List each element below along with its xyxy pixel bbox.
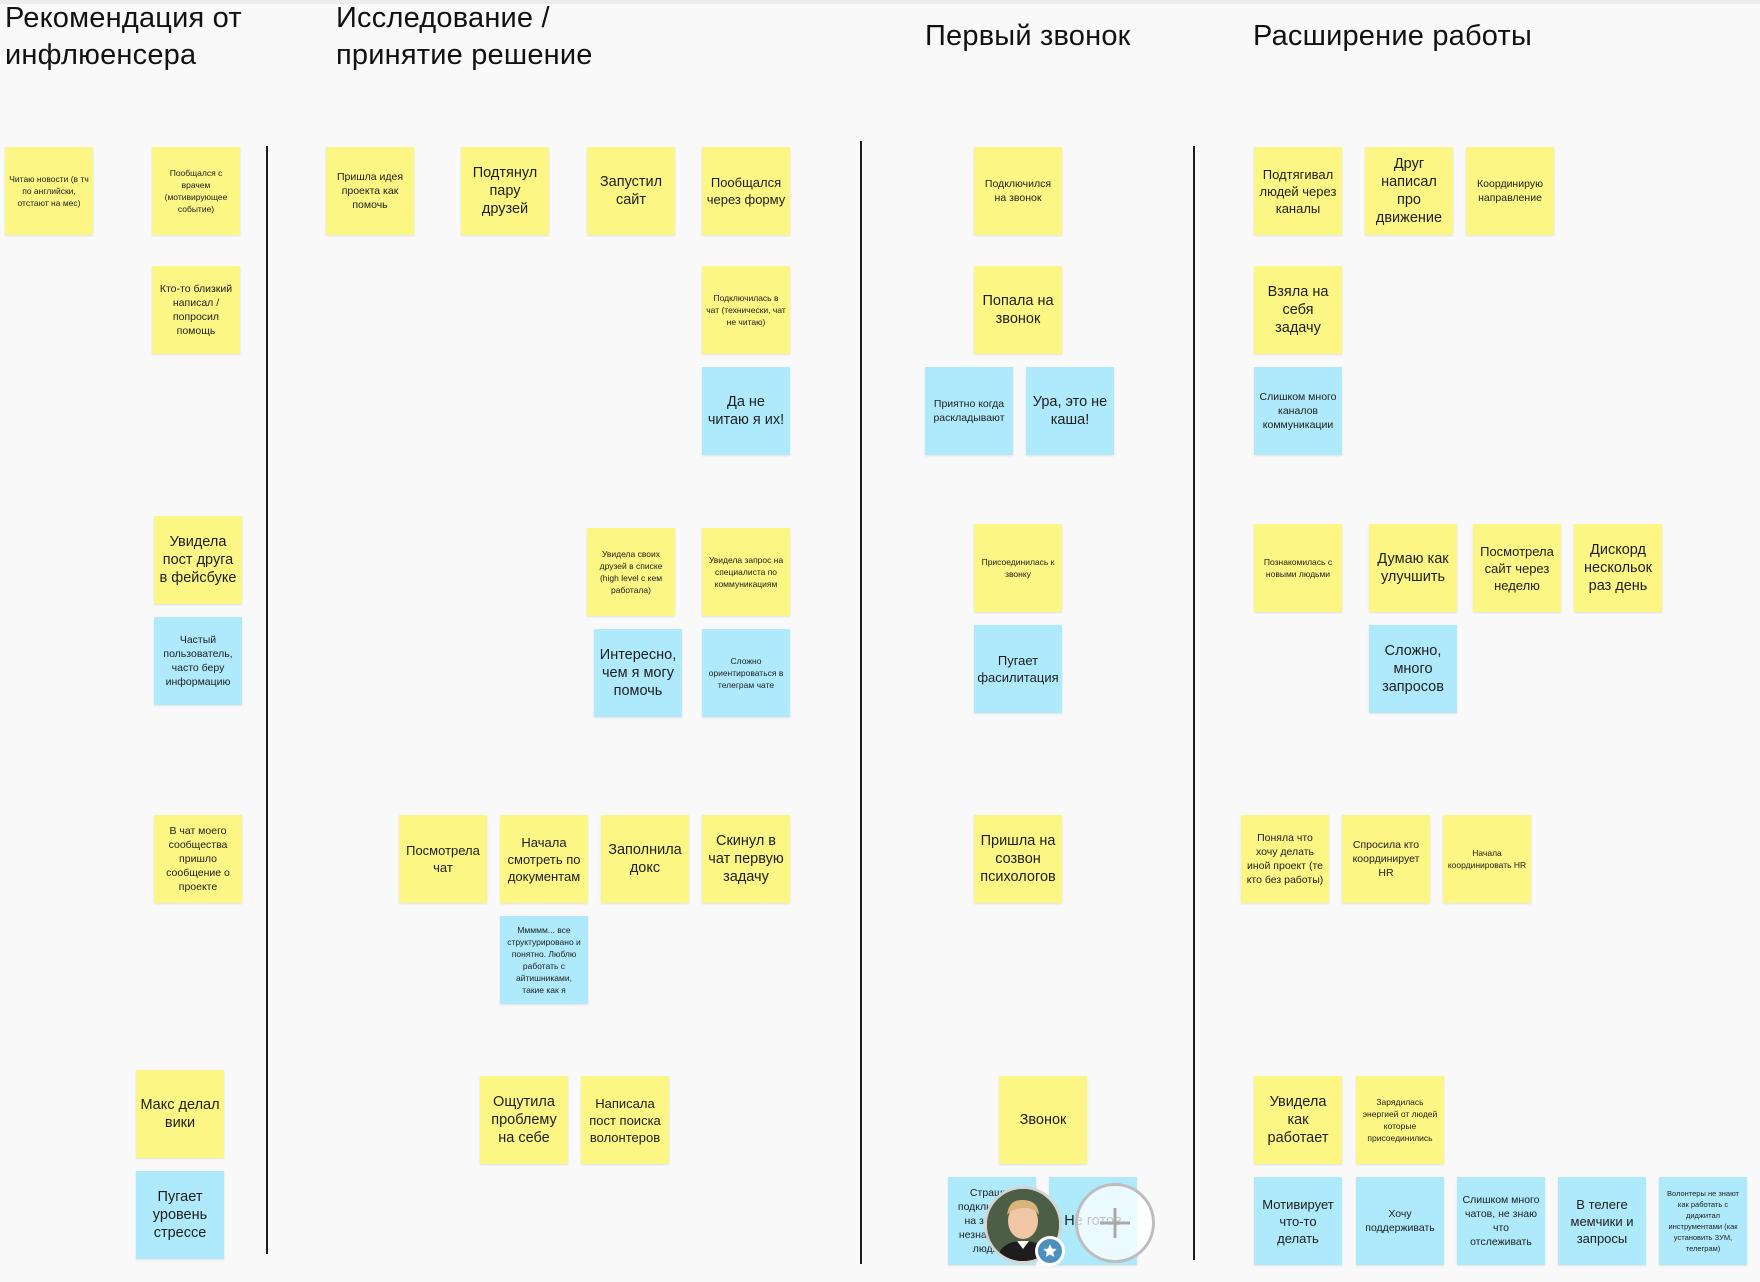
sticky-note[interactable]: Увидела запрос на специалиста по коммуни…	[702, 528, 790, 616]
star-icon	[1035, 1236, 1065, 1266]
sticky-note[interactable]: Познакомилась с новыми людьми	[1254, 524, 1342, 612]
sticky-note[interactable]: Начала координировать HR	[1443, 815, 1531, 903]
plus-icon[interactable]	[1075, 1183, 1155, 1263]
sticky-note[interactable]: Сложно ориентироваться в телеграм чате	[702, 629, 790, 717]
sticky-note[interactable]: Написала пост поиска волонтеров	[581, 1076, 669, 1164]
sticky-note[interactable]: Читаю новости (в тч по английски, отстаю…	[5, 147, 93, 235]
sticky-note[interactable]: Посмотрела сайт через неделю	[1473, 524, 1561, 612]
sticky-note[interactable]: Увидела своих друзей в списке (high leve…	[587, 528, 675, 616]
sticky-note[interactable]: Начала смотреть по документам	[500, 815, 588, 903]
sticky-note[interactable]: Пообщался через форму	[702, 147, 790, 235]
sticky-note[interactable]: В чат моего сообщества пришло сообщение …	[154, 815, 242, 903]
sticky-note[interactable]: Посмотрела чат	[399, 815, 487, 903]
sticky-note[interactable]: Попала на звонок	[974, 266, 1062, 354]
column-title-influencer: Рекомендация от инфлюенсера	[5, 2, 242, 71]
sticky-note[interactable]: Приятно когда раскладывают	[925, 367, 1013, 455]
sticky-note[interactable]: Заполнила докс	[601, 815, 689, 903]
sticky-note[interactable]: Пугает уровень стрессе	[136, 1171, 224, 1259]
sticky-note[interactable]: Слишком много каналов коммуникации	[1254, 367, 1342, 455]
sticky-note[interactable]: Хочу поддерживать	[1356, 1177, 1444, 1265]
column-title-first-call: Первый звонок	[925, 20, 1131, 52]
sticky-note[interactable]: Подтянул пару друзей	[461, 147, 549, 235]
sticky-note[interactable]: Подключилась в чат (технически, чат не ч…	[702, 266, 790, 354]
sticky-note[interactable]: Скинул в чат первую задачу	[702, 815, 790, 903]
sticky-note[interactable]: Взяла на себя задачу	[1254, 266, 1342, 354]
sticky-note[interactable]: Волонтеры не знают как работать с диджит…	[1659, 1177, 1747, 1265]
column-title-research: Исследование / принятие решение	[336, 2, 593, 71]
sticky-note[interactable]: Увидела как работает	[1254, 1076, 1342, 1164]
sticky-note[interactable]: Слишком много чатов, не знаю что отслежи…	[1457, 1177, 1545, 1265]
column-divider-2	[860, 141, 862, 1264]
sticky-note[interactable]: Интересно, чем я могу помочь	[594, 629, 682, 717]
sticky-note[interactable]: Думаю как улучшить	[1369, 524, 1457, 612]
sticky-note[interactable]: Увидела пост друга в фейсбуке	[154, 516, 242, 604]
sticky-note[interactable]: Частый пользователь, часто беру информац…	[154, 617, 242, 705]
sticky-note[interactable]: Пришла на созвон психологов	[974, 815, 1062, 903]
sticky-note[interactable]: Пугает фасилитация	[974, 625, 1062, 713]
sticky-note[interactable]: Ммммм... все структурировано и понятно. …	[500, 916, 588, 1004]
sticky-note[interactable]: Зарядилась энергией от людей которые при…	[1356, 1076, 1444, 1164]
sticky-note[interactable]: Кто-то близкий написал / попросил помощь	[152, 266, 240, 354]
sticky-note[interactable]: Пообщался с врачем (мотивирующее событие…	[152, 147, 240, 235]
sticky-note[interactable]: Спросила кто координирует HR	[1342, 815, 1430, 903]
top-toolbar-strip	[0, 0, 1760, 4]
sticky-note[interactable]: Ощутила проблему на себе	[480, 1076, 568, 1164]
sticky-note[interactable]: В телеге мемчики и запросы	[1558, 1177, 1646, 1265]
sticky-note[interactable]: Дискорд нескольок раз день	[1574, 524, 1662, 612]
sticky-note[interactable]: Ура, это не каша!	[1026, 367, 1114, 455]
sticky-note[interactable]: Мотивирует что-то делать	[1254, 1177, 1342, 1265]
sticky-note[interactable]: Присоединилась к звонку	[974, 524, 1062, 612]
sticky-note[interactable]: Друг написал про движение	[1365, 147, 1453, 235]
sticky-note[interactable]: Подтягивал людей через каналы	[1254, 147, 1342, 235]
column-divider-1	[266, 146, 268, 1254]
sticky-note[interactable]: Звонок	[999, 1076, 1087, 1164]
sticky-note[interactable]: Подключился на звонок	[974, 147, 1062, 235]
sticky-note[interactable]: Координирую направление	[1466, 147, 1554, 235]
sticky-note[interactable]: Поняла что хочу делать иной проект (те к…	[1241, 815, 1329, 903]
sticky-note[interactable]: Да не читаю я их!	[702, 367, 790, 455]
sticky-note[interactable]: Сложно, много запросов	[1369, 625, 1457, 713]
sticky-note[interactable]: Пришла идея проекта как помочь	[326, 147, 414, 235]
column-divider-3	[1193, 146, 1195, 1260]
sticky-note[interactable]: Запустил сайт	[587, 147, 675, 235]
column-title-expansion: Расширение работы	[1253, 20, 1533, 52]
sticky-note[interactable]: Макс делал вики	[136, 1070, 224, 1158]
